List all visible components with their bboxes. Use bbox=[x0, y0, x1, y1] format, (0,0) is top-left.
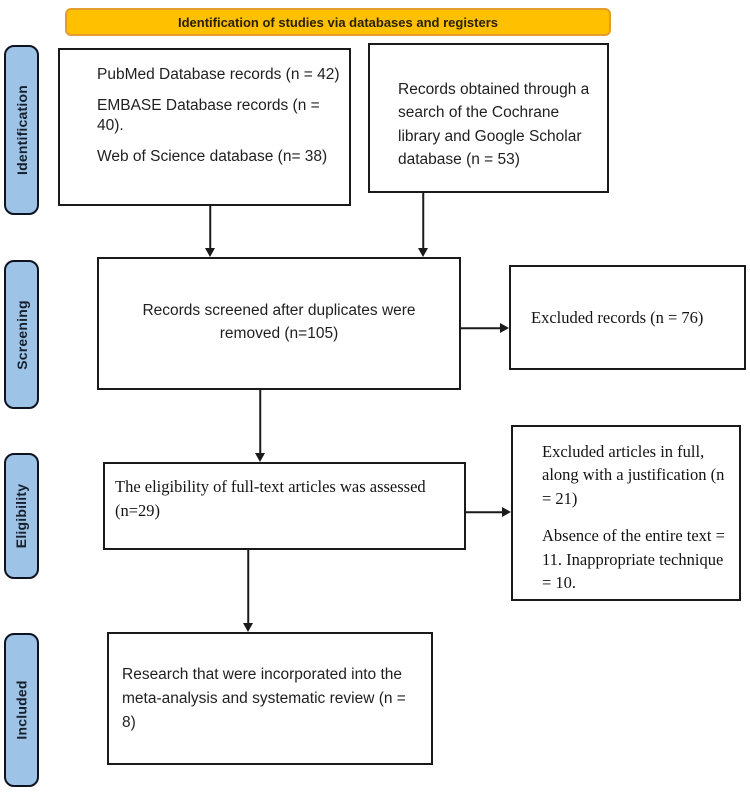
box-included-studies: Research that were incorporated into the… bbox=[107, 632, 433, 765]
excluded-records-text: Excluded records (n = 76) bbox=[531, 307, 704, 327]
database-line-embase: EMBASE Database records (n = 40). bbox=[97, 97, 320, 135]
arrow-shaft bbox=[461, 327, 502, 329]
arrow-screened-to-eligibility bbox=[254, 390, 266, 462]
arrow-databases-to-screened bbox=[204, 206, 216, 257]
arrow-screened-to-excluded-records bbox=[461, 322, 509, 334]
arrow-shaft bbox=[247, 550, 249, 625]
other-sources-text: Records obtained through a search of the… bbox=[398, 81, 590, 168]
stage-label-included: Included bbox=[4, 633, 39, 787]
arrow-shaft bbox=[466, 511, 504, 513]
excluded-articles-justification: Excluded articles in full, along with a … bbox=[542, 442, 725, 508]
diagram-title: Identification of studies via databases … bbox=[177, 14, 499, 30]
box-excluded-records: Excluded records (n = 76) bbox=[509, 265, 746, 370]
arrow-shaft bbox=[259, 390, 261, 455]
arrow-eligibility-to-excluded-articles bbox=[466, 506, 511, 518]
database-line-web-of-science: Web of Science database (n= 38) bbox=[97, 148, 328, 166]
box-records-screened: Records screened after duplicates were r… bbox=[97, 257, 461, 390]
stage-label-identification: Identification bbox=[4, 45, 39, 215]
arrow-head-down-icon bbox=[205, 248, 215, 257]
records-screened-text: Records screened after duplicates were r… bbox=[142, 302, 416, 343]
stage-label-screening: Screening bbox=[4, 260, 39, 409]
database-line-pubmed: PubMed Database records (n = 42) bbox=[97, 66, 340, 83]
arrow-head-right-icon bbox=[502, 507, 511, 517]
arrow-head-down-icon bbox=[418, 248, 428, 257]
arrow-head-right-icon bbox=[500, 323, 509, 333]
arrow-head-down-icon bbox=[243, 623, 253, 632]
included-studies-text: Research that were incorporated into the… bbox=[122, 666, 406, 732]
arrow-shaft bbox=[422, 193, 424, 250]
excluded-articles-reasons: Absence of the entire text = 11. Inappro… bbox=[542, 526, 725, 593]
stage-label-text: Identification bbox=[13, 85, 30, 175]
box-excluded-articles: Excluded articles in full, along with a … bbox=[511, 425, 741, 601]
box-other-sources: Records obtained through a search of the… bbox=[368, 43, 609, 193]
diagram-title-banner: Identification of studies via databases … bbox=[65, 8, 611, 36]
arrow-shaft bbox=[209, 206, 211, 250]
stage-label-text: Screening bbox=[13, 299, 30, 370]
arrow-head-down-icon bbox=[255, 453, 265, 462]
box-eligibility-assessed: The eligibility of full-text articles wa… bbox=[103, 462, 466, 550]
stage-label-text: Eligibility bbox=[13, 483, 30, 549]
box-database-records: PubMed Database records (n = 42) EMBASE … bbox=[58, 48, 351, 206]
arrow-other-sources-to-screened bbox=[417, 193, 429, 257]
stage-label-text: Included bbox=[13, 680, 30, 740]
eligibility-assessed-text: The eligibility of full-text articles wa… bbox=[115, 477, 426, 520]
stage-label-eligibility: Eligibility bbox=[4, 453, 39, 579]
arrow-eligibility-to-included bbox=[242, 550, 254, 632]
